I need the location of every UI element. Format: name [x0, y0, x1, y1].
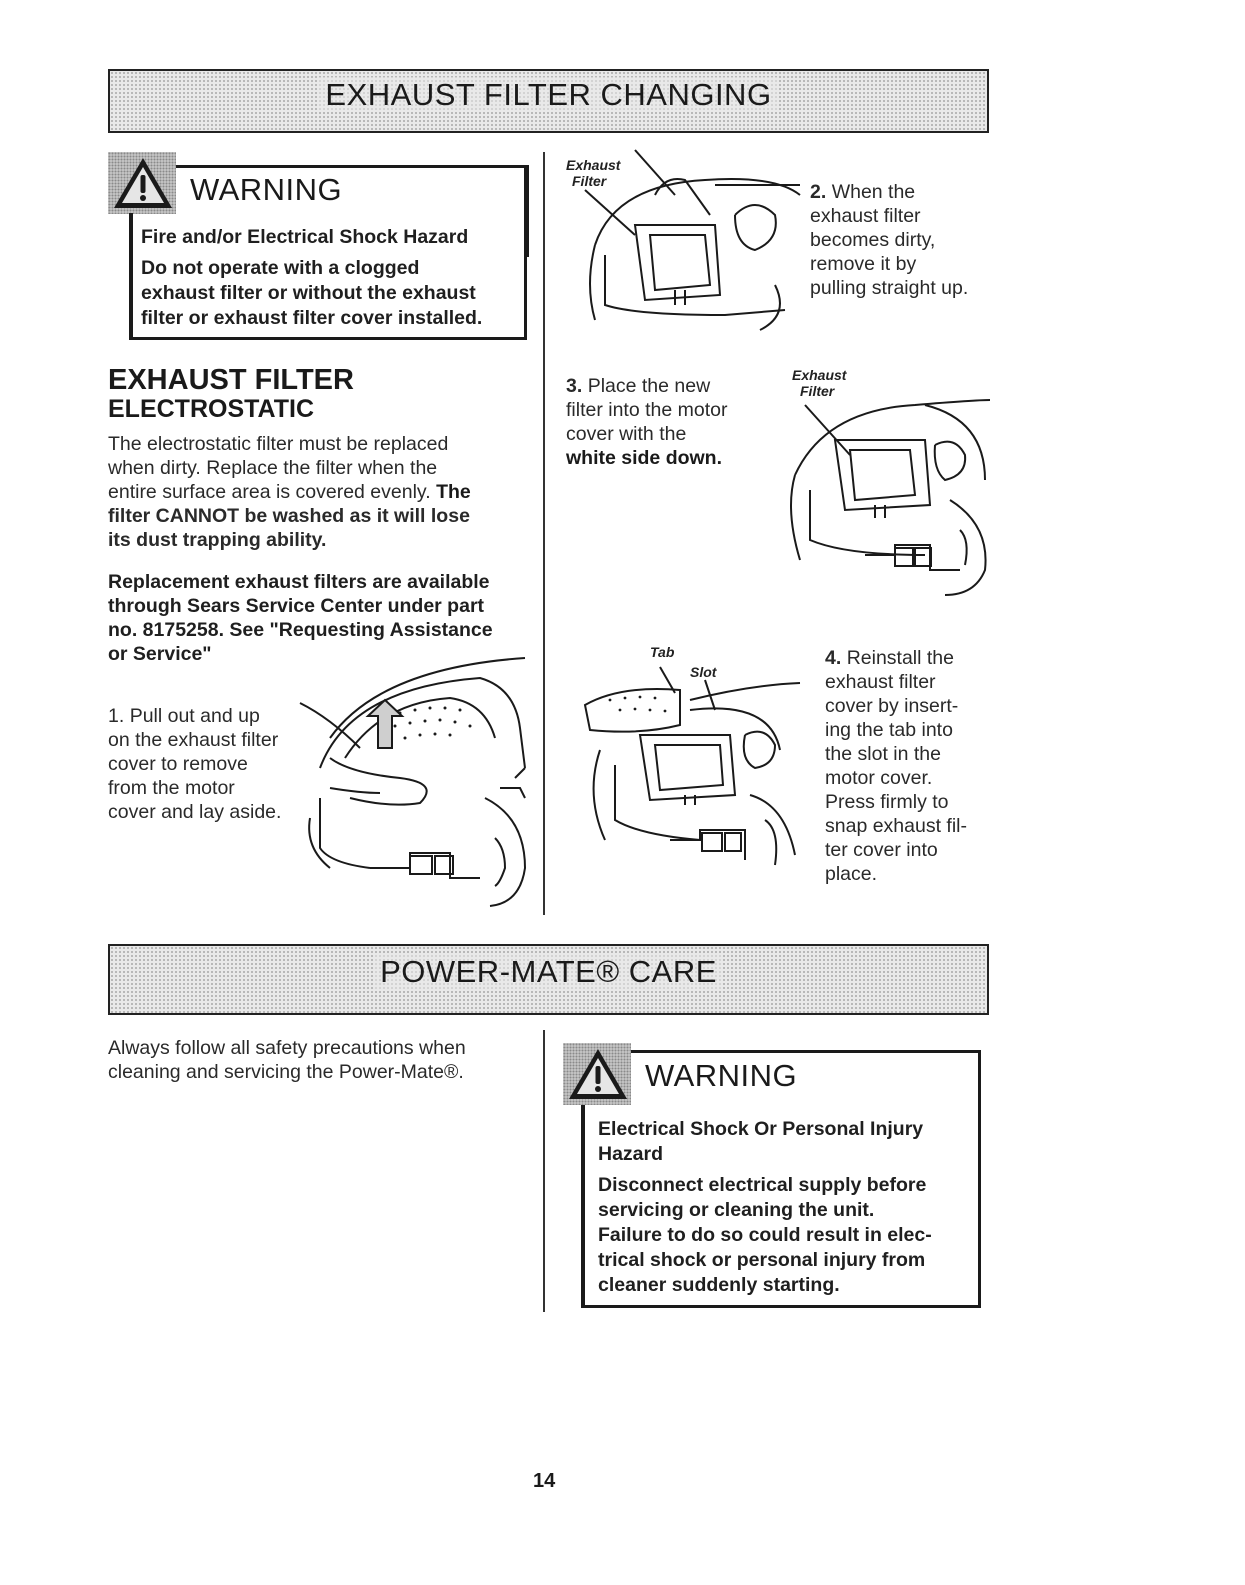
illustration-step-3-place-filter	[790, 399, 991, 596]
power-mate-intro: Always follow all safety precautions whe…	[108, 1036, 528, 1084]
paragraph-line: The electrostatic filter must be replace…	[108, 433, 449, 455]
warning-2-hazard: Electrical Shock Or Personal Injury	[598, 1118, 924, 1140]
section-heading-exhaust-filter: EXHAUST FILTER	[108, 364, 354, 396]
paragraph-line: or Service"	[108, 643, 212, 665]
page-number: 14	[533, 1470, 556, 1492]
caption-exhaust: Exhaust	[792, 367, 847, 383]
paragraph-line: Replacement exhaust filters are availabl…	[108, 571, 490, 593]
step-4-text: 4. Reinstall the exhaust filter cover by…	[825, 646, 995, 886]
step-2-text: 2. When the exhaust filter becomes dirty…	[810, 180, 1000, 300]
step-line: place.	[825, 863, 878, 885]
step-line: cover by insert-	[825, 695, 959, 717]
warning-2-hazard: Hazard	[598, 1143, 664, 1165]
step-line: the slot in the	[825, 743, 941, 765]
banner-title: EXHAUST FILTER CHANGING	[319, 77, 778, 112]
step-line: Press firmly to	[825, 791, 949, 813]
warning-triangle-icon	[114, 158, 172, 208]
paragraph-line: entire surface area is covered evenly. T…	[108, 481, 471, 503]
warning-2-line: Failure to do so could result in elec-	[598, 1224, 932, 1246]
warning-1-line: filter or exhaust filter cover installed…	[141, 307, 483, 329]
step-line: ing the tab into	[825, 719, 953, 741]
caption-tab: Tab	[650, 644, 675, 660]
warning-2-line: Disconnect electrical supply before	[598, 1174, 927, 1196]
warning-box-1-left-bar	[129, 213, 133, 340]
caption-filter: Filter	[800, 383, 835, 399]
illustration-step-1-remove-cover	[299, 657, 527, 907]
warning-box-2-right-edge	[978, 1050, 981, 1308]
paragraph-line: through Sears Service Center under part	[108, 595, 485, 617]
step-line: cover and lay aside.	[108, 801, 282, 823]
step-line: remove it by	[810, 253, 917, 275]
step-line: from the motor	[108, 777, 235, 799]
warning-2-line: cleaner suddenly starting.	[598, 1274, 840, 1296]
step-line: motor cover.	[825, 767, 933, 789]
section-banner-power-mate-care: POWER-MATE® CARE	[108, 944, 989, 1015]
step-line-bold: white side down.	[566, 447, 723, 469]
illustration-step-4-reinstall-cover	[583, 666, 801, 866]
step-line: 4. Reinstall the	[825, 647, 954, 669]
warning-1-text: Fire and/or Electrical Shock Hazard Do n…	[141, 225, 526, 331]
step-1-text: 1. Pull out and up on the exhaust filter…	[108, 704, 308, 824]
replacement-paragraph: Replacement exhaust filters are availabl…	[108, 570, 538, 666]
warning-1-hazard: Fire and/or Electrical Shock Hazard	[141, 226, 469, 248]
illustration-step-2-remove-filter	[584, 149, 801, 331]
section-subheading-electrostatic: ELECTROSTATIC	[108, 395, 315, 423]
step-3-text: 3. Place the new filter into the motor c…	[566, 374, 776, 470]
warning-triangle-icon	[569, 1049, 627, 1099]
warning-2-line: trical shock or personal injury from	[598, 1249, 926, 1271]
warning-box-2-bottom-edge	[581, 1305, 981, 1308]
paragraph-line-bold: filter CANNOT be washed as it will lose	[108, 505, 470, 527]
caption-filter: Filter	[572, 173, 607, 189]
warning-2-line: servicing or cleaning the unit.	[598, 1199, 875, 1221]
warning-box-1-bottom-edge	[129, 337, 527, 340]
paragraph-line: Always follow all safety precautions whe…	[108, 1037, 466, 1059]
step-line: snap exhaust fil-	[825, 815, 967, 837]
step-line: on the exhaust filter	[108, 729, 279, 751]
step-line: 2. When the	[810, 181, 916, 203]
step-line: ter cover into	[825, 839, 938, 861]
caption-slot: Slot	[690, 664, 717, 680]
warning-box-1	[176, 165, 529, 257]
warning-box-1-right-edge	[524, 165, 527, 340]
step-line: exhaust filter	[810, 205, 921, 227]
warning-title-1: WARNING	[190, 172, 343, 207]
column-divider-top	[543, 152, 545, 915]
warning-1-line: Do not operate with a clogged	[141, 257, 420, 279]
paragraph-line: cleaning and servicing the Power-Mate®.	[108, 1061, 464, 1083]
warning-box-2-left-bar	[581, 1105, 585, 1308]
step-line: becomes dirty,	[810, 229, 936, 251]
paragraph-line-bold: its dust trapping ability.	[108, 529, 327, 551]
step-line: cover to remove	[108, 753, 248, 775]
banner-title: POWER-MATE® CARE	[374, 954, 723, 989]
step-line: exhaust filter	[825, 671, 936, 693]
warning-title-2: WARNING	[645, 1058, 798, 1093]
step-line: cover with the	[566, 423, 687, 445]
step-line: 1. Pull out and up	[108, 705, 260, 727]
step-line: filter into the motor	[566, 399, 728, 421]
warning-box-2-top-edge	[631, 1050, 981, 1053]
warning-1-line: exhaust filter or without the exhaust	[141, 282, 476, 304]
step-line: pulling straight up.	[810, 277, 969, 299]
paragraph-line: when dirty. Replace the filter when the	[108, 457, 438, 479]
section-banner-exhaust-filter-changing: EXHAUST FILTER CHANGING	[108, 69, 989, 133]
warning-2-text: Electrical Shock Or Personal Injury Haza…	[598, 1117, 976, 1298]
paragraph-line: no. 8175258. See "Requesting Assistance	[108, 619, 493, 641]
step-line: 3. Place the new	[566, 375, 711, 397]
electrostatic-paragraph: The electrostatic filter must be replace…	[108, 432, 538, 552]
caption-exhaust: Exhaust	[566, 157, 621, 173]
column-divider-bottom	[543, 1030, 545, 1312]
